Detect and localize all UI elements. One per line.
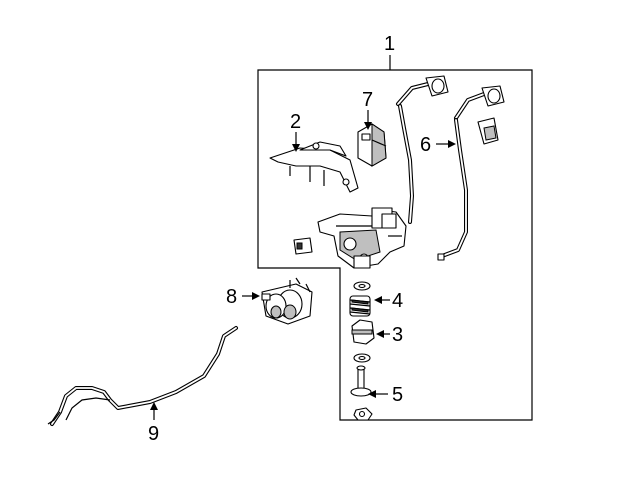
- callout-9: 9: [148, 423, 159, 445]
- part-3-bump-stop: [351, 319, 375, 345]
- part-2-bracket: [269, 141, 359, 193]
- arrow-8: [252, 292, 260, 300]
- arrow-3: [376, 330, 384, 338]
- callout-8: 8: [226, 286, 237, 308]
- sensor-link-left: [396, 75, 449, 224]
- part-4-spring: [349, 295, 371, 317]
- part-8-compressor: [261, 277, 313, 325]
- arrow-5: [368, 390, 376, 398]
- lower-washer: [353, 353, 371, 363]
- callout-4: 4: [392, 290, 403, 312]
- callout-2: 2: [290, 111, 301, 133]
- arrow-4: [374, 296, 382, 304]
- arrow-9: [150, 402, 158, 410]
- callout-7: 7: [362, 89, 373, 111]
- part-9-air-line: [47, 326, 238, 426]
- arrow-7: [364, 122, 372, 130]
- bottom-nut: [353, 407, 373, 421]
- callout-1: 1: [384, 33, 395, 55]
- callout-6: 6: [420, 134, 431, 156]
- arrow-2: [292, 144, 300, 152]
- part-7-module: [357, 123, 387, 167]
- callout-5: 5: [392, 384, 403, 406]
- part-5-bolt: [350, 365, 372, 397]
- part-6-height-sensor: [437, 85, 505, 261]
- arrow-6: [448, 140, 456, 148]
- connector-clip: [293, 237, 313, 255]
- assembly-boundary: [257, 69, 533, 421]
- upper-washer: [353, 281, 371, 291]
- callout-3: 3: [392, 324, 403, 346]
- main-valve-assembly: [317, 207, 407, 269]
